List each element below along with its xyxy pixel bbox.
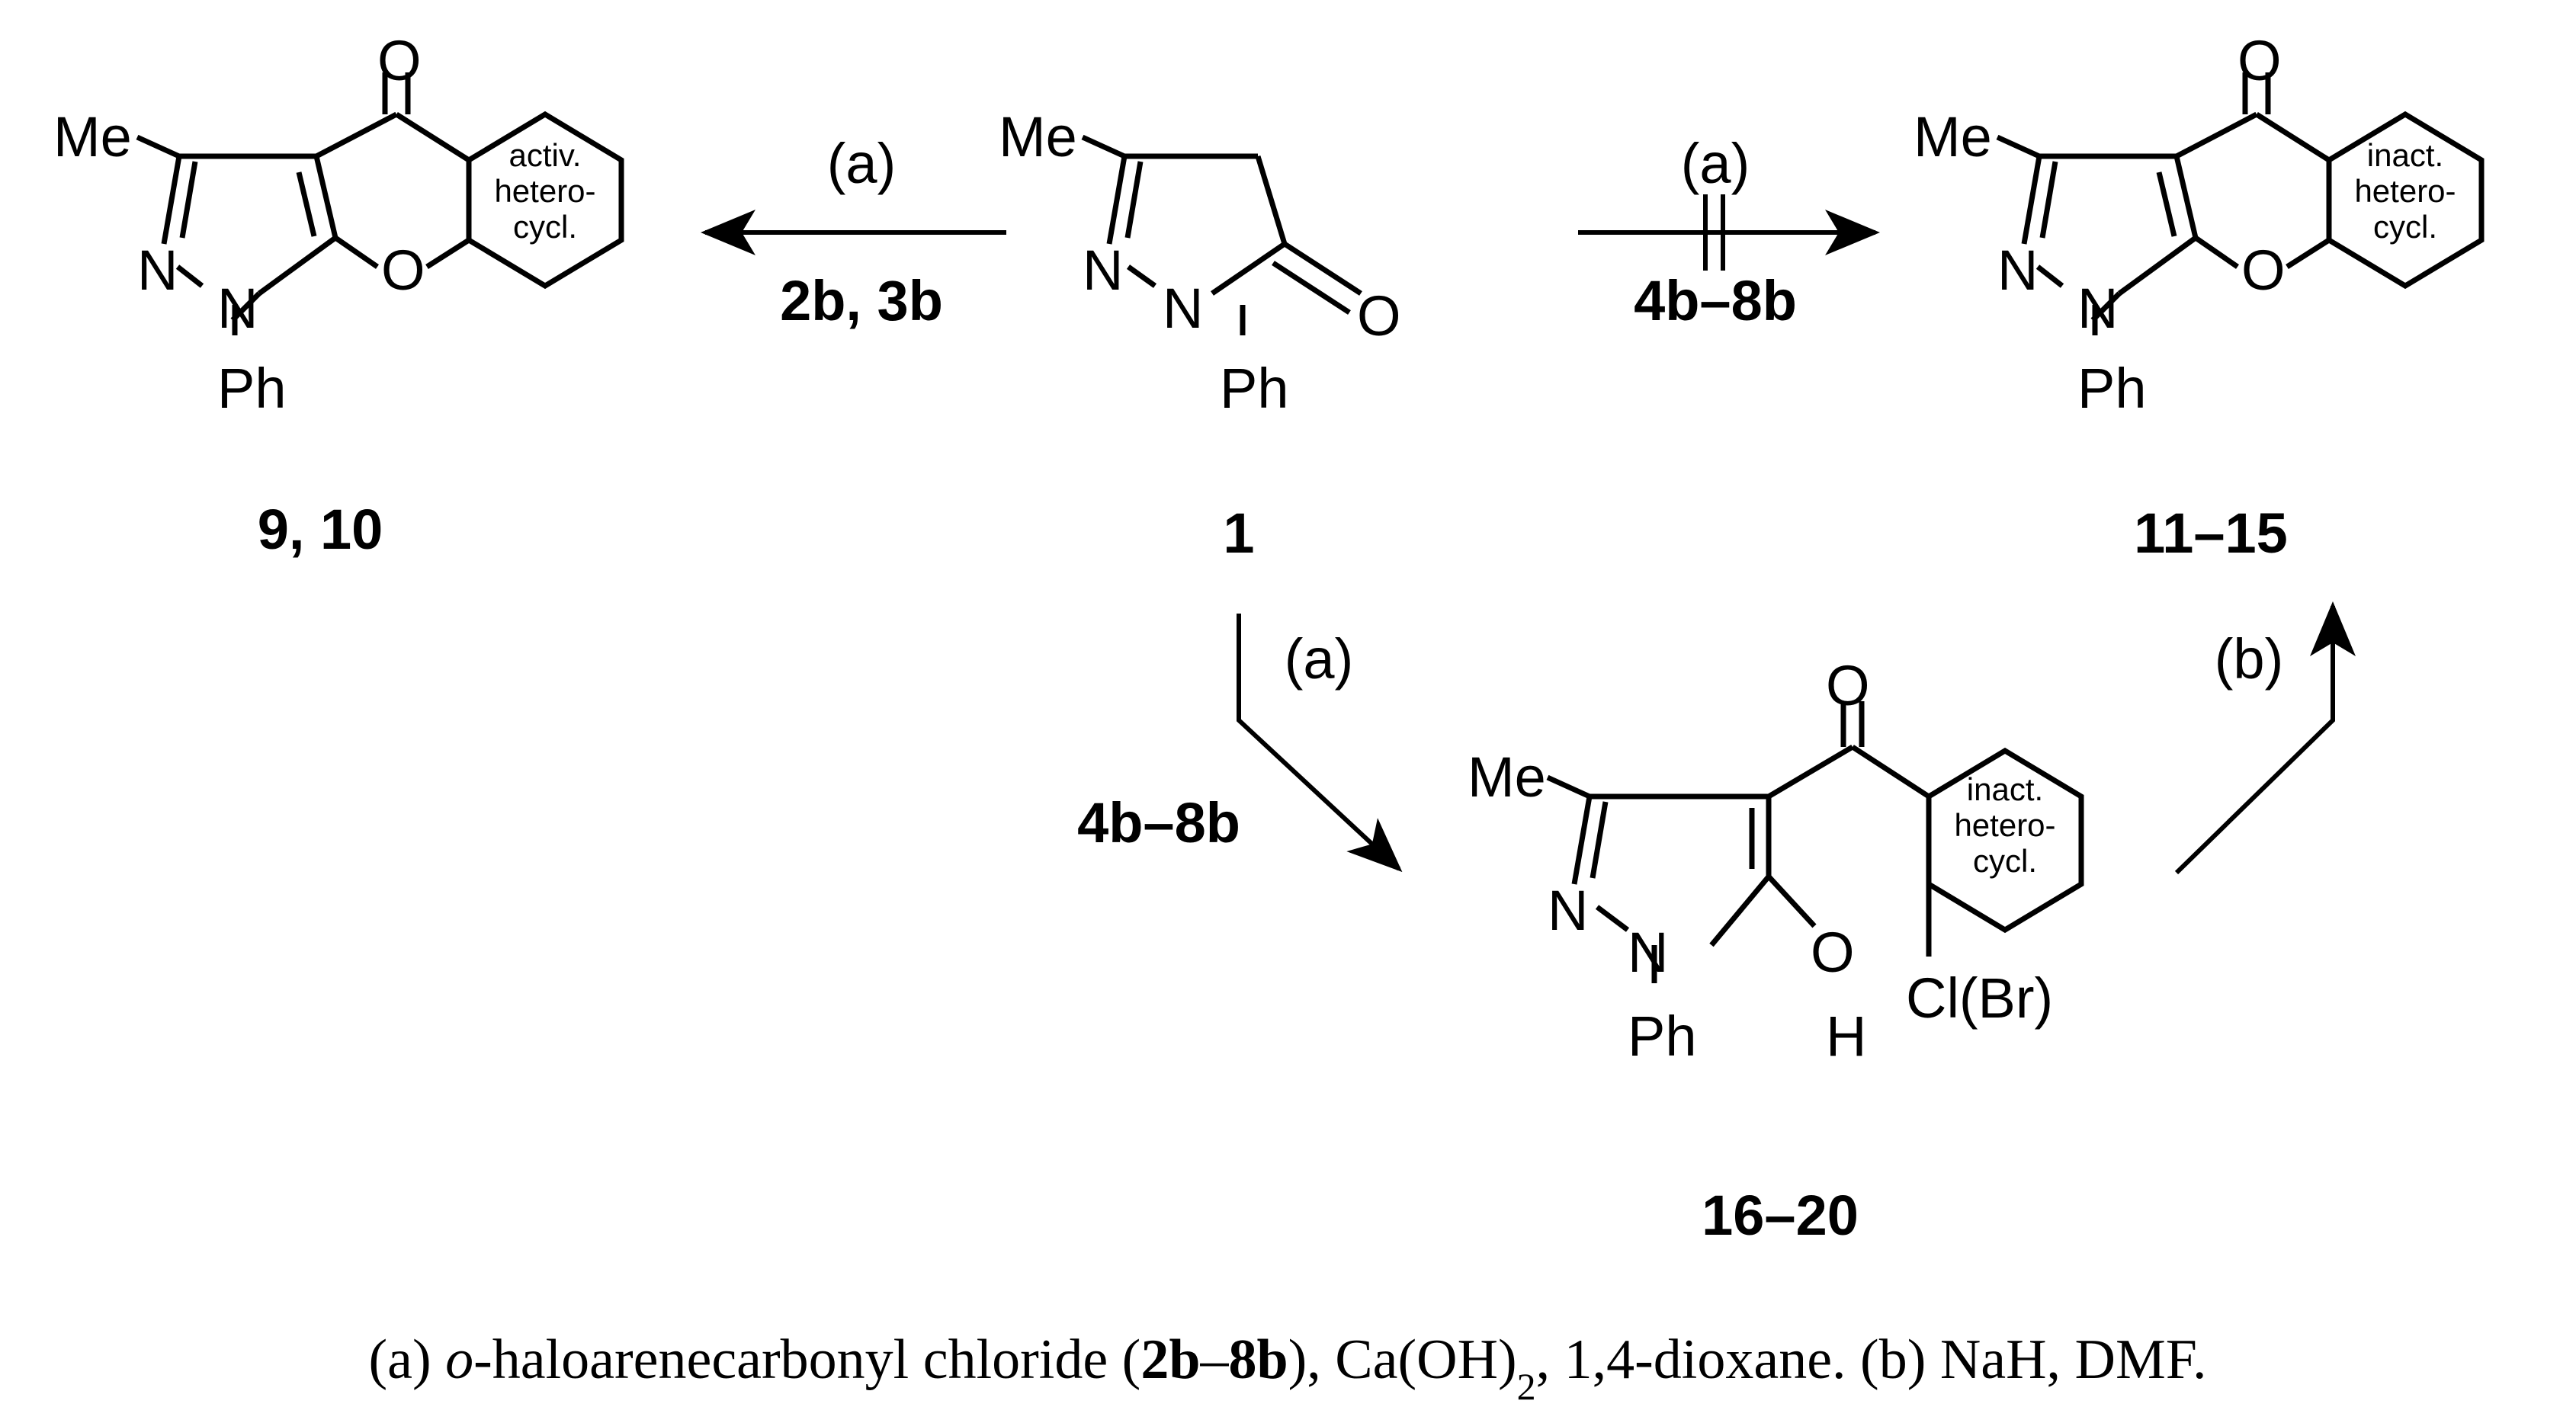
compound-label-16-20: 16–20 <box>1702 1184 1859 1247</box>
ph-label: Ph <box>2077 357 2147 420</box>
ph-label: Ph <box>1220 357 1289 420</box>
me-label: Me <box>53 105 132 168</box>
scheme-caption: (a) o-haloarenecarbonyl chloride (2b–8b)… <box>368 1328 2206 1407</box>
ring-label-line: cycl. <box>1973 843 2037 879</box>
compound-1-structure: Me N N O Ph <box>999 105 1401 420</box>
caption-ortho: o <box>445 1328 473 1391</box>
ph-label: Ph <box>217 357 287 420</box>
me-label: Me <box>1914 105 1992 168</box>
caption-subscript: 2 <box>1517 1365 1536 1407</box>
intermediate-16-20-structure: Me N N O O H Ph Cl(Br) inact. hetero- cy… <box>1468 654 2084 1068</box>
me-label: Me <box>999 105 1077 168</box>
caption-text: , 1,4-dioxane. (b) NaH, DMF. <box>1536 1328 2207 1391</box>
ring-label-line: inact. <box>2367 137 2443 173</box>
n-label: N <box>1628 921 1668 984</box>
product-11-15-structure: Me N N O O Ph inact. hetero- cycl. <box>1914 29 2485 420</box>
arrow-up-condition: (b) <box>2215 627 2283 691</box>
arrow-right-reagents: 4b–8b <box>1634 269 1797 332</box>
compound-label-11-15: 11–15 <box>2134 502 2288 565</box>
hydroxyl-h-label: H <box>1826 1005 1866 1068</box>
arrow-left: (a) 2b, 3b <box>701 132 1006 332</box>
n-label: N <box>1163 277 1203 340</box>
ring-label-line: hetero- <box>494 173 595 209</box>
ring-o-label: O <box>2241 239 2286 302</box>
caption-compound: 2b <box>1140 1328 1200 1391</box>
arrow-down-condition: (a) <box>1285 627 1353 691</box>
ring-label-line: activ. <box>509 137 582 173</box>
n-label: N <box>137 239 178 302</box>
caption-text: -haloarenecarbonyl chloride ( <box>473 1328 1140 1391</box>
carbonyl-o-label: O <box>1826 654 1870 717</box>
arrow-up: (b) <box>2174 601 2356 875</box>
n-label: N <box>2077 277 2118 340</box>
n-label: N <box>1548 879 1588 942</box>
arrow-right-blocked: (a) 4b–8b <box>1578 132 1880 332</box>
caption-dash: – <box>1199 1328 1229 1391</box>
caption-text: ), Ca(OH) <box>1288 1328 1517 1391</box>
arrow-left-condition: (a) <box>827 132 896 195</box>
caption-a-label: (a) <box>368 1328 445 1391</box>
compound-label-9-10: 9, 10 <box>258 498 383 561</box>
carbonyl-o-label: O <box>1357 284 1401 348</box>
carbonyl-o-label: O <box>377 29 422 92</box>
ring-label-line: hetero- <box>1954 807 2055 843</box>
hydroxyl-o-label: O <box>1811 921 1855 984</box>
halogen-label: Cl(Br) <box>1906 966 2053 1030</box>
arrow-left-reagents: 2b, 3b <box>780 269 943 332</box>
ring-label-line: cycl. <box>513 209 577 245</box>
arrow-down-reagents: 4b–8b <box>1077 791 1240 854</box>
n-label: N <box>1997 239 2038 302</box>
product-9-10-structure: Me N N O O Ph activ. hetero- cycl. <box>53 29 624 420</box>
compound-label-1: 1 <box>1223 502 1254 565</box>
me-label: Me <box>1468 745 1546 809</box>
arrow-down: (a) 4b–8b <box>1077 614 1403 873</box>
ring-label-line: hetero- <box>2354 173 2456 209</box>
ring-label-line: inact. <box>1967 771 2043 807</box>
ph-label: Ph <box>1628 1005 1697 1068</box>
n-label: N <box>217 277 258 340</box>
n-label: N <box>1083 239 1123 302</box>
carbonyl-o-label: O <box>2238 29 2282 92</box>
ring-label-line: cycl. <box>2373 209 2437 245</box>
caption-compound: 8b <box>1228 1328 1288 1391</box>
arrow-right-condition: (a) <box>1681 132 1750 195</box>
ring-o-label: O <box>381 239 425 302</box>
